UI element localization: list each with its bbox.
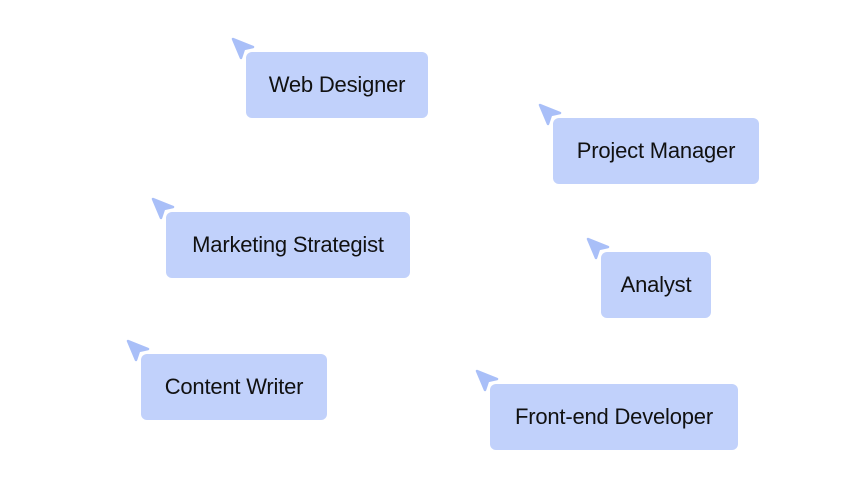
tag-marketing-strategist[interactable]: Marketing Strategist (166, 212, 410, 278)
tag-front-end-developer[interactable]: Front-end Developer (490, 384, 738, 450)
cursor-arrow-icon (151, 197, 175, 221)
tag-label: Front-end Developer (515, 404, 713, 429)
tag-analyst[interactable]: Analyst (601, 252, 711, 318)
tag-content-writer[interactable]: Content Writer (141, 354, 327, 420)
cursor-arrow-icon (475, 369, 499, 393)
tag-label: Marketing Strategist (192, 232, 384, 257)
tag-label: Web Designer (268, 72, 406, 97)
cursor-arrow-icon (538, 103, 562, 127)
cursor-arrow-icon (231, 37, 255, 61)
tag-project-manager[interactable]: Project Manager (553, 118, 759, 184)
cursor-arrow-icon (126, 339, 150, 363)
cursor-arrow-icon (586, 237, 610, 261)
tag-web-designer[interactable]: Web Designer (246, 52, 428, 118)
tag-label: Analyst (620, 272, 692, 297)
tag-label: Project Manager (576, 138, 736, 163)
tag-label: Content Writer (164, 374, 304, 399)
